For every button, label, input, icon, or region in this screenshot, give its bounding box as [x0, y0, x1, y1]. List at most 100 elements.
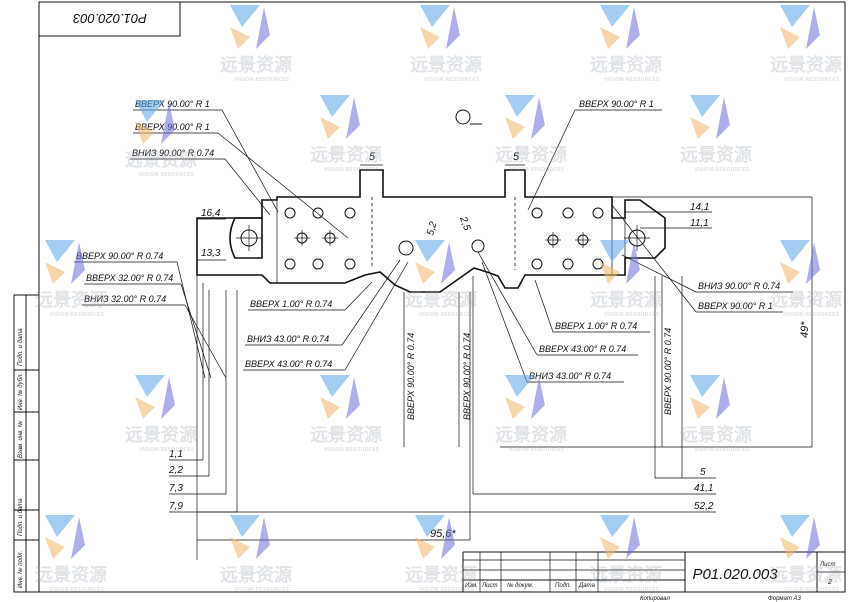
note-1: ВВЕРХ 90.00° R 1 — [135, 99, 210, 109]
watermark-text: 远景资源 — [770, 54, 842, 76]
format-label: Формат A3 — [768, 596, 801, 602]
watermark-text: 远景资源 — [680, 424, 752, 446]
dim-52-2: 52,2 — [694, 501, 714, 512]
dimension-lines — [169, 164, 813, 560]
watermark-subtext: VISION RESOURCES — [509, 447, 564, 453]
watermark-subtext: VISION RESOURCES — [49, 587, 104, 593]
note-11: ВНИЗ 90.00° R 0.74 — [698, 281, 780, 291]
note-4: ВВЕРХ 90.00° R 0.74 — [76, 251, 163, 261]
watermark-text: 远景资源 — [495, 144, 567, 166]
stamp-label-5: Подп. и дата — [18, 328, 24, 366]
sheet-label: Лист — [819, 562, 835, 568]
watermark-subtext: VISION RESOURCES — [324, 167, 379, 173]
centre-marks — [236, 225, 650, 251]
stamp-label-4: Инв. № дубл. — [17, 373, 24, 410]
watermark-subtext: VISION RESOURCES — [49, 312, 104, 318]
watermark-subtext: VISION RESOURCES — [604, 587, 659, 593]
watermark-subtext: VISION RESOURCES — [694, 447, 749, 453]
note-9: ВВЕРХ 43.00° R 0.74 — [245, 359, 332, 369]
watermark-subtext: VISION RESOURCES — [234, 77, 289, 83]
col-date: Дата — [578, 583, 595, 589]
watermark-text: 远景资源 — [125, 424, 197, 446]
holes — [240, 109, 646, 270]
dimension-values: 5 5 16,4 13,3 5,2 2,5 14,1 11,1 49* 1,1 … — [168, 151, 811, 540]
part-number: P01.020.003 — [692, 566, 778, 583]
title-block: Изм. Лист № докум. Подп. Дата P01.020.00… — [462, 551, 845, 602]
stamp-label-2: Подп. и дата — [18, 498, 24, 536]
watermark-text: 远景资源 — [310, 424, 382, 446]
stamp-label-3: Взам. инв. № — [17, 420, 24, 458]
watermark-subtext: VISION RESOURCES — [424, 77, 479, 83]
watermark-text: 远景资源 — [220, 54, 292, 76]
note-14: ВВЕРХ 43.00° R 0.74 — [539, 344, 626, 354]
watermark-text: 远景资源 — [590, 564, 662, 586]
side-stamp: Инв. № подл. Подп. и дата Взам. инв. № И… — [13, 294, 40, 593]
watermark-text: 远景资源 — [495, 424, 567, 446]
watermark-text: 远景资源 — [35, 564, 107, 586]
col-sign: Подп. — [555, 583, 571, 589]
watermark-subtext: VISION RESOURCES — [419, 312, 474, 318]
note-v1: ВВЕРХ 90.00° R 0.74 — [406, 333, 416, 420]
dim-7-9: 7,9 — [169, 501, 183, 512]
copied-label: Копировал — [640, 596, 670, 602]
watermark-subtext: VISION RESOURCES — [694, 167, 749, 173]
watermark-text: 远景资源 — [590, 289, 662, 311]
watermark-subtext: VISION RESOURCES — [234, 587, 289, 593]
dim-14-1: 14,1 — [690, 202, 709, 213]
watermark-subtext: VISION RESOURCES — [139, 447, 194, 453]
note-8: ВНИЗ 43.00° R 0.74 — [247, 334, 329, 344]
watermark-subtext: VISION RESOURCES — [604, 312, 659, 318]
note-6: ВНИЗ 32.00° R 0.74 — [84, 294, 166, 304]
watermark-text: 远景资源 — [405, 564, 477, 586]
note-v3: ВВЕРХ 90.00° R 0.74 — [663, 328, 673, 415]
col-list: Лист — [481, 583, 497, 589]
rotated-part-number: P01.020.003 — [72, 11, 147, 26]
watermark-subtext: VISION RESOURCES — [324, 447, 379, 453]
dim-11-1: 11,1 — [690, 218, 709, 229]
sheet-number: 2 — [827, 579, 832, 586]
dim-2-2: 2,2 — [168, 465, 183, 476]
dim-16-4: 16,4 — [201, 208, 221, 219]
top-stamp-box — [38, 1, 181, 37]
col-izm: Изм. — [465, 583, 478, 589]
note-12: ВВЕРХ 90.00° R 1 — [698, 301, 773, 311]
bend-notes: ВВЕРХ 90.00° R 1 ВВЕРХ 90.00° R 1 ВНИЗ 9… — [76, 99, 780, 420]
watermark-subtext: VISION RESOURCES — [509, 167, 564, 173]
dim-7-3: 7,3 — [169, 483, 183, 494]
note-5: ВВЕРХ 32.00° R 0.74 — [86, 273, 173, 283]
stamp-label-1: Инв. № подл. — [17, 551, 24, 588]
note-15: ВНИЗ 43.00° R 0.74 — [529, 371, 611, 381]
dim-1-1: 1,1 — [169, 449, 183, 460]
note-7: ВВЕРХ 1.00° R 0.74 — [250, 299, 332, 309]
watermark-subtext: VISION RESOURCES — [784, 312, 839, 318]
watermark-text: 远景资源 — [310, 144, 382, 166]
dim-49: 49* — [799, 321, 811, 338]
dim-41-1: 41,1 — [694, 483, 713, 494]
watermark-subtext: VISION RESOURCES — [784, 587, 839, 593]
dim-2-5: 2,5 — [457, 214, 473, 232]
watermark-text: 远景资源 — [680, 144, 752, 166]
watermark-subtext: VISION RESOURCES — [784, 77, 839, 83]
watermark-text: 远景资源 — [770, 564, 842, 586]
dim-5-right: 5 — [513, 151, 520, 163]
watermark-subtext: VISION RESOURCES — [419, 587, 474, 593]
watermark-subtext: VISION RESOURCES — [604, 77, 659, 83]
